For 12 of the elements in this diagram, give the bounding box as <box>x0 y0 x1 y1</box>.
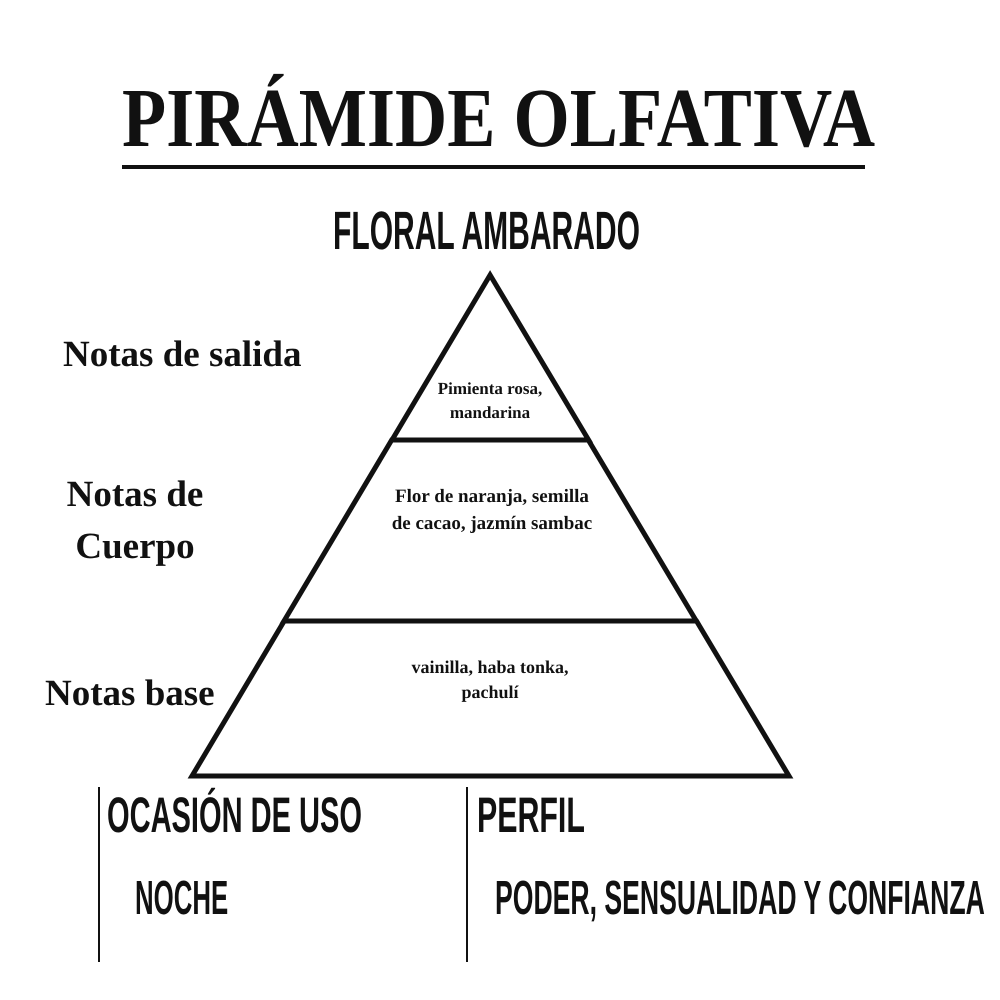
tier-label: Notas base <box>45 672 215 716</box>
section-heading: PERFIL <box>477 790 585 840</box>
section-value: NOCHE <box>135 875 228 923</box>
section-heading: OCASIÓN DE USO <box>107 790 362 840</box>
section-value: PODER, SENSUALIDAD Y CONFIANZA <box>495 875 985 923</box>
tier-label: Notas de Cuerpo <box>66 473 204 569</box>
notes-text: vainilla, haba tonka, pachulí <box>410 656 570 704</box>
notes-text: Pimienta rosa, mandarina <box>436 378 544 424</box>
notes-text: Flor de naranja, semilla de cacao, jazmín sambac <box>390 485 594 536</box>
subtitle: FLORAL AMBARADO <box>333 204 640 258</box>
pyramid-top-tier <box>388 272 592 443</box>
tier-label: Notas de salida <box>63 333 302 377</box>
